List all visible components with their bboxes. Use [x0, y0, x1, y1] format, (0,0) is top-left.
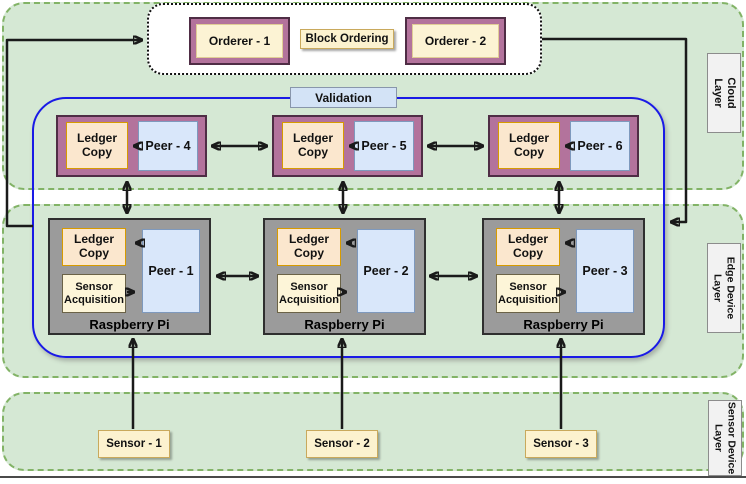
- edge-device-layer-label: Edge Device Layer: [707, 243, 741, 333]
- validation-label: Validation: [290, 87, 397, 108]
- ledger-copy-peer4: Ledger Copy: [66, 122, 128, 169]
- ledger-copy-peer6: Ledger Copy: [498, 122, 560, 169]
- orderer-1-label: Orderer - 1: [196, 24, 283, 58]
- block-ordering-node: Block Ordering: [300, 29, 394, 49]
- sensor-device-layer-label: Sensor Device Layer: [708, 400, 742, 476]
- peer-6: Peer - 6: [570, 121, 630, 171]
- sensor-device-layer-label-text: Sensor Device Layer: [713, 401, 738, 475]
- cloud-peer-node-4: Ledger Copy Peer - 4: [56, 115, 207, 177]
- peer-5: Peer - 5: [354, 121, 414, 171]
- sensor-acquisition-1: Sensor Acquisition: [62, 274, 126, 313]
- raspberry-pi-node-1: Ledger Copy Sensor Acquisition Peer - 1 …: [48, 218, 211, 335]
- orderer-1-node: Orderer - 1: [189, 17, 290, 65]
- sensor-1-node: Sensor - 1: [98, 430, 170, 458]
- raspberry-pi-label-3: Raspberry Pi: [523, 317, 604, 332]
- ledger-copy-peer2: Ledger Copy: [277, 228, 341, 266]
- ledger-copy-peer5: Ledger Copy: [282, 122, 344, 169]
- raspberry-pi-node-2: Ledger Copy Sensor Acquisition Peer - 2 …: [263, 218, 426, 335]
- edge-device-layer-label-text: Edge Device Layer: [712, 256, 737, 320]
- peer-4: Peer - 4: [138, 121, 198, 171]
- sensor-acquisition-2: Sensor Acquisition: [277, 274, 341, 313]
- sensor-acquisition-3: Sensor Acquisition: [496, 274, 560, 313]
- ordering-service-container: Orderer - 1 Block Ordering Orderer - 2: [147, 3, 542, 75]
- cloud-layer-label-text: Cloud Layer: [712, 77, 738, 109]
- ledger-copy-peer1: Ledger Copy: [62, 228, 126, 266]
- raspberry-pi-node-3: Ledger Copy Sensor Acquisition Peer - 3 …: [482, 218, 645, 335]
- peer-1: Peer - 1: [142, 229, 200, 313]
- cloud-peer-node-6: Ledger Copy Peer - 6: [488, 115, 639, 177]
- peer-3: Peer - 3: [576, 229, 634, 313]
- raspberry-pi-label-1: Raspberry Pi: [89, 317, 170, 332]
- orderer-2-node: Orderer - 2: [405, 17, 506, 65]
- ledger-copy-peer3: Ledger Copy: [496, 228, 560, 266]
- bottom-border-line: [0, 476, 746, 478]
- raspberry-pi-label-2: Raspberry Pi: [304, 317, 385, 332]
- peer-2: Peer - 2: [357, 229, 415, 313]
- cloud-layer-label: Cloud Layer: [707, 53, 741, 133]
- sensor-2-node: Sensor - 2: [306, 430, 378, 458]
- orderer-2-label: Orderer - 2: [412, 24, 499, 58]
- sensor-3-node: Sensor - 3: [525, 430, 597, 458]
- cloud-peer-node-5: Ledger Copy Peer - 5: [272, 115, 423, 177]
